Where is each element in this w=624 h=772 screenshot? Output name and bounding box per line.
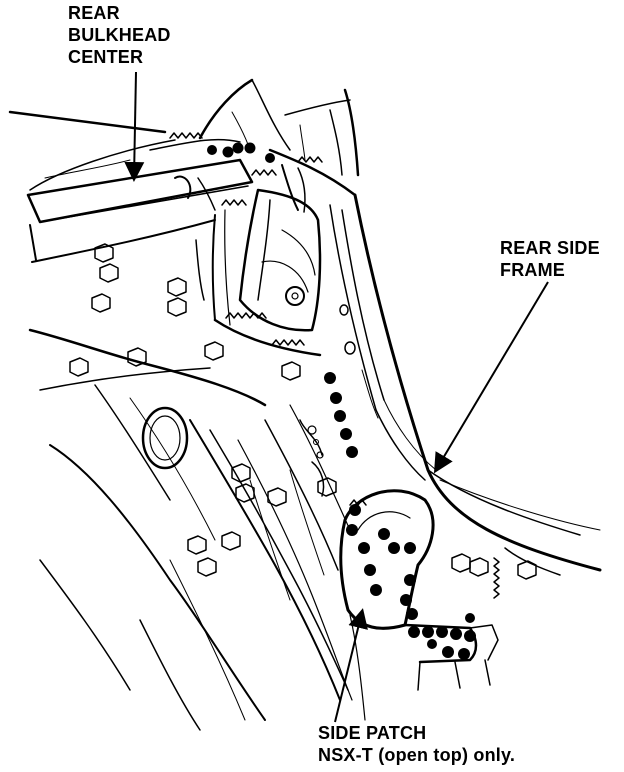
label-line: CENTER bbox=[68, 47, 144, 67]
label-line: SIDE PATCH bbox=[318, 723, 427, 743]
leader-lines bbox=[124, 71, 549, 723]
side-patch-label: SIDE PATCH NSX-T (open top) only. bbox=[318, 722, 515, 766]
wheelhouse-panel bbox=[195, 164, 322, 357]
label-line: REAR bbox=[68, 3, 120, 23]
floor-panel bbox=[28, 328, 353, 731]
arrow-rear-side-frame bbox=[433, 281, 549, 474]
label-line: NSX-T (open top) only. bbox=[318, 745, 516, 765]
rear-side-frame-label: REAR SIDE FRAME bbox=[500, 237, 600, 281]
rear-side-frame-rail bbox=[329, 193, 602, 576]
arrow-rear-bulkhead bbox=[124, 71, 145, 182]
rear-bulkhead-center-label: REAR BULKHEAD CENTER bbox=[68, 2, 171, 68]
label-line: FRAME bbox=[500, 260, 565, 280]
spot-welds bbox=[207, 142, 476, 660]
mounting-brackets bbox=[69, 243, 537, 580]
upper-body-panel bbox=[198, 78, 360, 197]
seam-welds bbox=[169, 132, 500, 599]
label-line: BULKHEAD bbox=[68, 25, 171, 45]
label-line: REAR SIDE bbox=[500, 238, 600, 258]
arrow-side-patch bbox=[334, 608, 368, 723]
side-patch-plate bbox=[339, 489, 499, 721]
rear-bulkhead-beam bbox=[8, 110, 254, 263]
